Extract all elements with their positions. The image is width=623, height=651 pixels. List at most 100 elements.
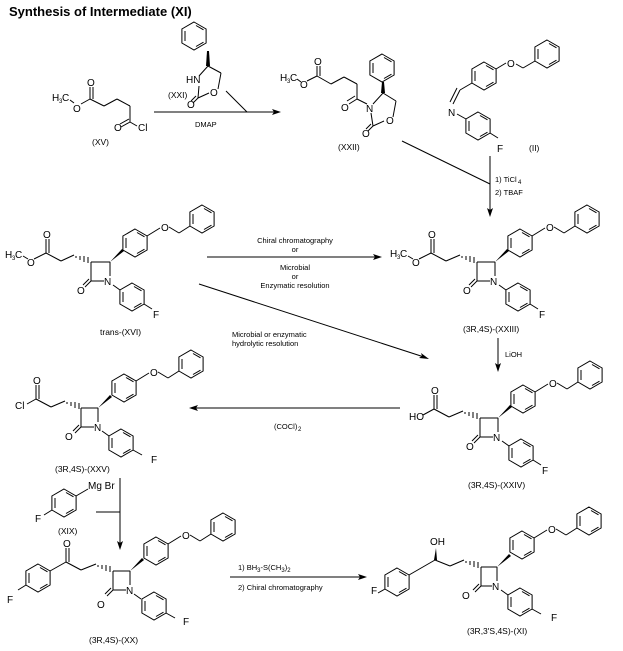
atom-o: O <box>27 258 35 269</box>
atom-o: O <box>463 286 471 297</box>
reagent-sub: 4 <box>518 180 522 186</box>
compound-xxi: O O HN (XXI) <box>168 21 222 111</box>
atom-o: O <box>43 230 51 241</box>
atom-o: O <box>549 379 557 390</box>
condition-line: Enzymatic resolution <box>260 281 329 290</box>
compound-label-xxi: (XXI) <box>168 90 188 100</box>
compound-xi: F OH N O O F (3R,3'S,4S)-(XI) <box>371 506 602 636</box>
reagent-oxalyl-chloride: (COCl) <box>274 422 298 431</box>
atom-c: C <box>15 250 22 261</box>
atom-o: O <box>462 591 470 602</box>
atom-f: F <box>183 617 189 628</box>
reagent-dmap: DMAP <box>195 120 217 129</box>
atom-c: C <box>400 249 407 260</box>
atom-o: O <box>210 88 218 99</box>
atom-o: O <box>87 78 95 89</box>
atom-sub: 3 <box>287 79 291 85</box>
compound-label-xix: (XIX) <box>58 526 78 536</box>
atom-o: O <box>412 258 420 269</box>
atom-oh: OH <box>430 537 445 548</box>
compound-label-ii: (II) <box>529 143 540 153</box>
compound-xvi: H 3 C O O N O O F trans-(XVI) <box>5 204 215 337</box>
compound-label-xxv: (3R,4S)-(XXV) <box>55 464 110 474</box>
atom-h: H <box>5 250 12 261</box>
atom-o: O <box>314 57 322 68</box>
atom-ho: HO <box>409 412 424 423</box>
compound-xxiii: H 3 C O O N O O F (3R,4S)-(XXIII) <box>390 204 600 334</box>
atom-o: O <box>548 525 556 536</box>
atom-o: O <box>546 223 554 234</box>
atom-f: F <box>497 144 503 155</box>
reaction-arrow-2: 1) TiCl 4 2) TBAF <box>401 140 523 217</box>
atom-c: C <box>62 93 69 104</box>
atom-f: F <box>7 595 13 606</box>
compound-label-xv: (XV) <box>92 137 109 147</box>
atom-o: O <box>73 104 81 115</box>
atom-h: H <box>52 93 59 104</box>
reagent-sub: 2 <box>298 427 302 433</box>
reaction-arrow-7: 1) BH3-S(CH3)2 2) Chiral chromatography <box>230 563 367 592</box>
reaction-arrow-4: Microbial or enzymatic hydrolytic resolu… <box>198 283 429 359</box>
atom-cl: Cl <box>15 401 24 412</box>
condition-line: or <box>292 245 299 254</box>
condition-line: hydrolytic resolution <box>232 339 298 348</box>
atom-f: F <box>551 613 557 624</box>
condition-line: or <box>292 272 299 281</box>
compound-label-xvi: trans-(XVI) <box>100 327 141 337</box>
compound-label-xxiii: (3R,4S)-(XXIII) <box>463 324 519 334</box>
atom-f: F <box>151 455 157 466</box>
atom-o: O <box>97 600 105 611</box>
atom-h: H <box>390 249 397 260</box>
compound-xxv: Cl O N O O F (3R,4S)-(XXV) <box>15 349 204 474</box>
atom-o: O <box>63 539 71 550</box>
atom-f: F <box>542 466 548 477</box>
compound-ii: O N F (II) <box>448 39 560 155</box>
atom-f: F <box>539 310 545 321</box>
atom-o: O <box>77 286 85 297</box>
atom-n: N <box>126 586 133 597</box>
atom-c: C <box>290 73 297 84</box>
atom-n: N <box>448 108 455 119</box>
compound-label-xxii: (XXII) <box>338 142 360 152</box>
atom-hn: HN <box>186 75 200 86</box>
compound-xxiv: HO O N O O F (3R,4S)-(XXIV) <box>409 360 603 490</box>
condition-line: Microbial or enzymatic <box>232 330 307 339</box>
atom-o: O <box>362 129 370 140</box>
compound-label-xx: (3R,4S)-(XX) <box>89 635 138 645</box>
atom-o: O <box>466 442 474 453</box>
atom-f: F <box>371 586 377 597</box>
atom-o: O <box>300 80 308 91</box>
atom-n: N <box>94 423 101 434</box>
diagram-title: Synthesis of Intermediate (XI) <box>9 4 192 19</box>
atom-n: N <box>366 104 373 115</box>
atom-o: O <box>428 230 436 241</box>
atom-o: O <box>33 376 41 387</box>
reaction-arrow-5: LiOH <box>495 338 522 372</box>
atom-o: O <box>161 223 169 234</box>
atom-cl: Cl <box>138 123 147 134</box>
reagent-ticl4: 1) TiCl <box>495 175 517 184</box>
reagent-lioh: LiOH <box>505 350 522 359</box>
atom-sub: 3 <box>397 255 401 261</box>
atom-o: O <box>187 100 195 111</box>
atom-sub: 3 <box>59 99 63 105</box>
condition-line: Microbial <box>280 263 310 272</box>
atom-f: F <box>35 514 41 525</box>
reaction-arrow-3: Chiral chromatography or Microbial or En… <box>207 236 382 290</box>
reaction-arrow-1: DMAP <box>154 90 281 129</box>
atom-h: H <box>280 73 287 84</box>
compound-label-xi: (3R,3'S,4S)-(XI) <box>467 626 527 636</box>
atom-o: O <box>150 368 158 379</box>
atom-mgbr: Mg Br <box>88 481 115 492</box>
compound-xix: Mg Br F (XIX) <box>35 481 115 536</box>
atom-o: O <box>507 59 515 70</box>
atom-n: N <box>493 433 500 444</box>
reagent-chiral-chromatography: 2) Chiral chromatography <box>238 583 323 592</box>
condition-line: Chiral chromatography <box>257 236 333 245</box>
atom-o: O <box>341 103 349 114</box>
atom-n: N <box>104 277 111 288</box>
atom-o: O <box>65 432 73 443</box>
reagent-tbaf: 2) TBAF <box>495 188 523 197</box>
atom-o: O <box>431 386 439 397</box>
atom-sub: 3 <box>12 256 16 262</box>
